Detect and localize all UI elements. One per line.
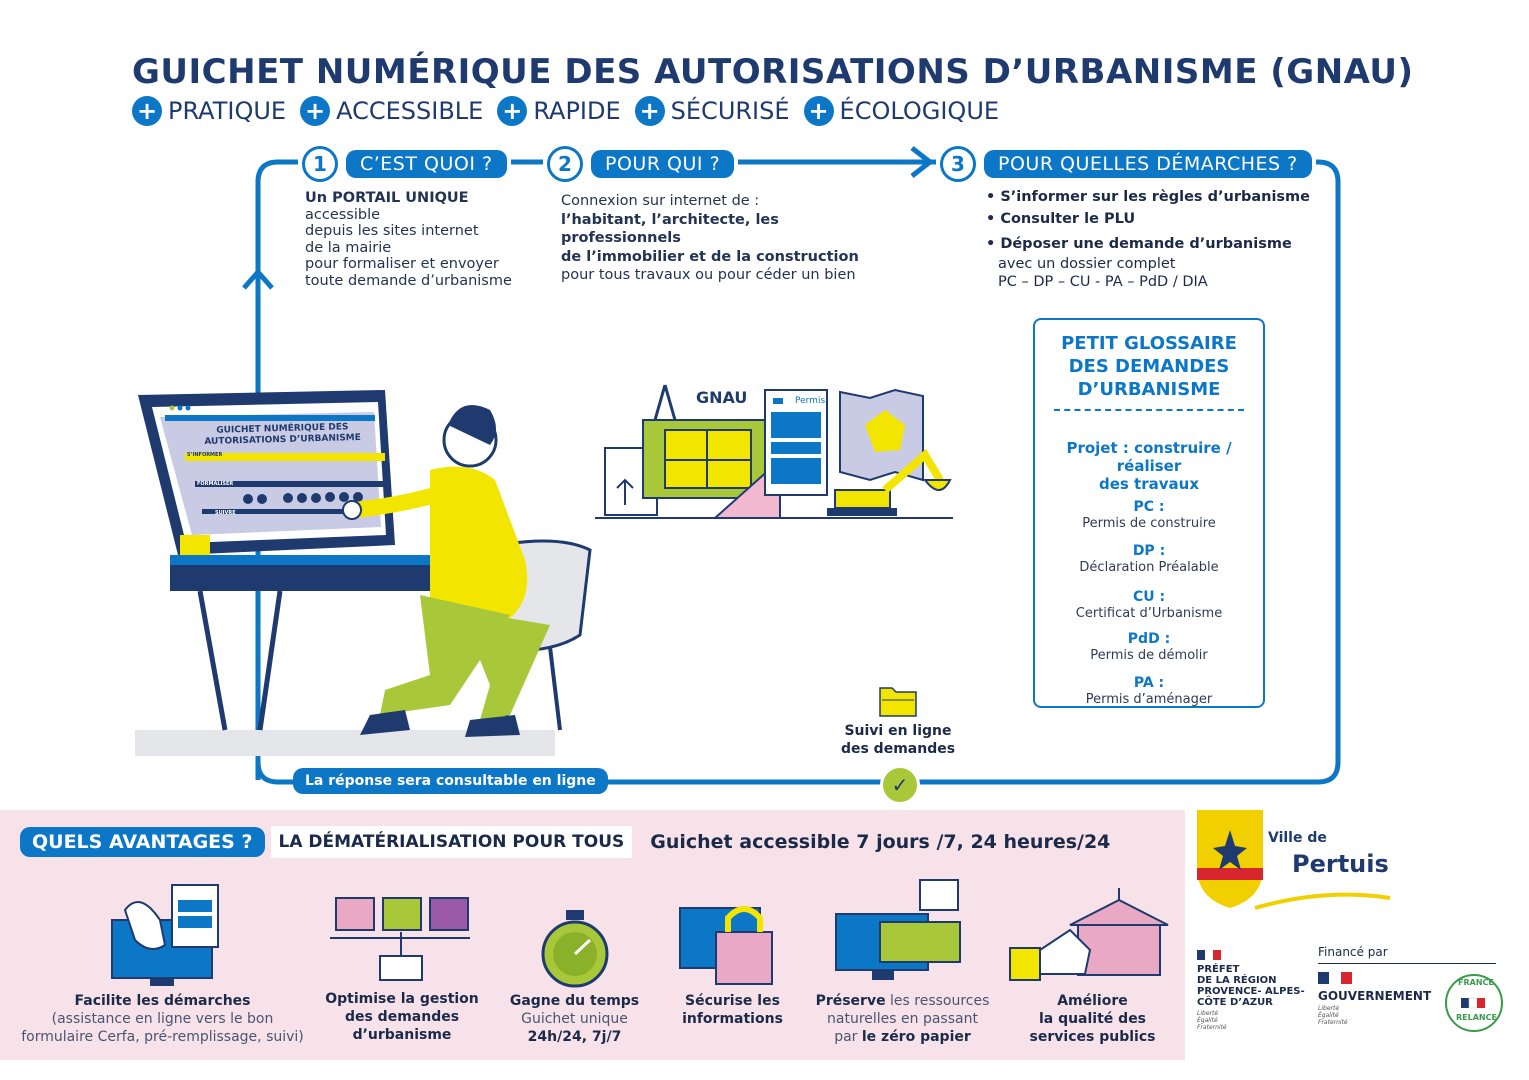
plus-icon: + (497, 96, 528, 126)
screen-row-inform: S’INFORMER (187, 452, 223, 458)
glossary-desc: Permis d’aménager (1085, 692, 1213, 707)
pertuis-logo (1197, 810, 1391, 910)
advantages-subtitle: LA DÉMATÉRIALISATION POUR TOUS (270, 826, 633, 858)
plus-icon: + (634, 96, 665, 126)
screen-row-follow: SUIVRE (215, 510, 236, 516)
relance-text-bottom: RELANCE (1456, 1013, 1497, 1022)
glossary-desc: Permis de construire (1082, 516, 1216, 531)
plus-icon: + (803, 96, 834, 126)
tag-pratique: +PRATIQUE (132, 96, 286, 126)
folder-icon (879, 687, 917, 717)
tag-securise: +SÉCURISÉ (634, 96, 790, 126)
advantage-icons (111, 879, 1169, 988)
advantage-securise: Sécurise les informations (682, 993, 783, 1027)
step-1-header: 1 C’EST QUOI ? (298, 146, 511, 182)
glossary-key: DP : (1132, 543, 1166, 559)
advantage-optimise: Optimise la gestion des demandes d’urban… (325, 991, 479, 1043)
step-3-list: • S’informer sur les règles d’urbanisme … (986, 189, 1310, 290)
advantage-preserve: Préserve les ressources naturelles en pa… (815, 993, 990, 1045)
glossary-desc: Déclaration Préalable (1079, 560, 1219, 575)
finance-par-label: Financé par (1318, 945, 1388, 959)
accessible-text: Guichet accessible 7 jours /7, 24 heures… (650, 831, 1111, 853)
france-relance-logo (1445, 974, 1503, 1032)
marianne-flag-icon (1197, 950, 1221, 960)
glossary-key: CU : (1132, 589, 1166, 605)
flow-line (242, 146, 1341, 785)
glossary-key: PdD : (1127, 631, 1171, 647)
step-number: 1 (302, 146, 338, 182)
glossary-box: PETIT GLOSSAIRE DES DEMANDES D’URBANISME… (1033, 318, 1265, 708)
glossary-key: PA : (1133, 675, 1165, 691)
computer-desk-illustration (135, 390, 592, 756)
glossary-project: Projet : construire / réaliser des trava… (1066, 439, 1232, 493)
step-label: C’EST QUOI ? (346, 150, 507, 178)
gnau-documents-illustration (595, 384, 953, 519)
plus-icon: + (132, 96, 162, 126)
plus-icon: + (300, 96, 331, 126)
page-title: GUICHET NUMÉRIQUE DES AUTORISATIONS D’UR… (132, 52, 1414, 92)
screen-row-formalize: FORMALISER (197, 481, 234, 487)
permis-label: Permis (795, 396, 826, 406)
glossary-divider (1054, 409, 1244, 411)
advantage-facilite: Facilite les démarches (assistance en li… (21, 993, 304, 1045)
gnau-label: GNAU (696, 388, 748, 407)
step-number: 2 (547, 146, 583, 182)
step-2-text: Connexion sur internet de : l’habitant, … (561, 193, 859, 283)
advantage-gagne: Gagne du temps Guichet unique 24h/24, 7j… (509, 993, 640, 1045)
step-1-text: Un PORTAIL UNIQUE accessible depuis les … (305, 190, 512, 289)
step-label: POUR QUI ? (591, 150, 735, 178)
pertuis-label: Pertuis (1292, 850, 1389, 878)
finance-divider (1318, 963, 1496, 964)
advantages-label: QUELS AVANTAGES ? (20, 827, 265, 857)
tag-accessible: +ACCESSIBLE (300, 96, 483, 126)
feature-tags: +PRATIQUE +ACCESSIBLE +RAPIDE +SÉCURISÉ … (132, 96, 999, 126)
step-2-header: 2 POUR QUI ? (543, 146, 739, 182)
glossary-key: PC : (1133, 499, 1165, 515)
gouvernement-logo: GOUVERNEMENT Liberté Égalité Fraternité (1318, 972, 1431, 1026)
glossary-desc: Permis de démolir (1090, 648, 1208, 663)
glossary-title: PETIT GLOSSAIRE DES DEMANDES D’URBANISME (1061, 333, 1237, 400)
step-number: 3 (940, 146, 976, 182)
tag-rapide: +RAPIDE (497, 96, 621, 126)
advantages-header: QUELS AVANTAGES ? LA DÉMATÉRIALISATION P… (20, 826, 1110, 858)
ville-de-label: Ville de (1268, 830, 1327, 846)
response-banner: La réponse sera consultable en ligne (293, 768, 608, 794)
glossary-desc: Certificat d’Urbanisme (1075, 606, 1223, 621)
relance-text-top: FRANCE (1458, 978, 1494, 987)
check-icon: ✓ (880, 765, 920, 805)
tag-ecologique: +ÉCOLOGIQUE (803, 96, 999, 126)
marianne-flag-icon (1318, 972, 1352, 984)
step-3-header: 3 POUR QUELLES DÉMARCHES ? (936, 146, 1316, 182)
advantage-ameliore: Améliore la qualité des services publics (1029, 993, 1156, 1045)
step-label: POUR QUELLES DÉMARCHES ? (984, 150, 1312, 178)
prefet-logo: PRÉFET DE LA RÉGION PROVENCE- ALPES- CÔT… (1197, 950, 1305, 1031)
